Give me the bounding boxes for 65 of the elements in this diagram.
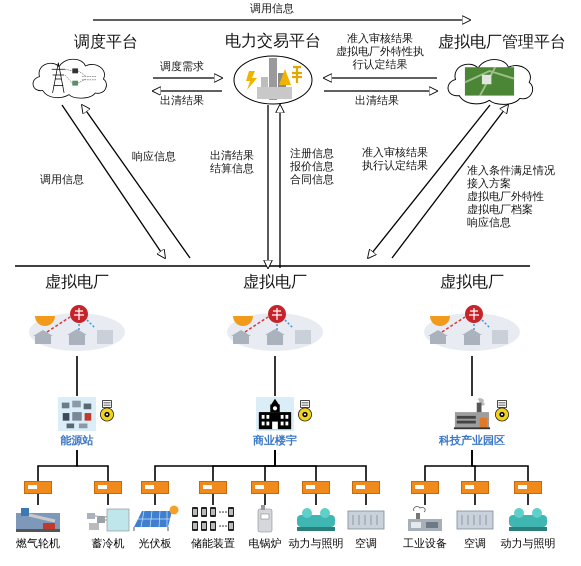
- edge-label: 出清结果: [355, 95, 399, 108]
- arrow: [153, 73, 224, 83]
- connector-line: [154, 494, 156, 505]
- edge-label: 响应信息: [132, 151, 176, 164]
- edge-label: 出清结果结算信息: [210, 150, 254, 176]
- controller-box: [94, 481, 122, 494]
- edge-label: 准入条件满足情况接入方案虚拟电厂外特性虚拟电厂档案响应信息: [467, 165, 555, 230]
- arrow: [61, 104, 166, 260]
- device-label: 空调: [463, 537, 487, 551]
- controller-box: [514, 481, 542, 494]
- connector-line: [76, 450, 109, 481]
- controller-box: [302, 481, 330, 494]
- arrow: [367, 104, 490, 260]
- arrow: [275, 104, 285, 268]
- connector-line: [471, 356, 473, 396]
- edge-label: 注册信息报价信息合同信息: [290, 148, 334, 187]
- connector-line: [471, 450, 529, 481]
- platform-title: 电力交易平台: [225, 33, 321, 51]
- arrow: [93, 15, 472, 25]
- site-label: 能源站: [60, 434, 94, 448]
- connector-line: [212, 494, 214, 505]
- connector-line: [37, 494, 39, 505]
- device-label: 工业设备: [402, 537, 448, 551]
- plant-title: 虚拟电厂: [242, 274, 308, 292]
- connector-line: [264, 494, 266, 505]
- device-label: 蓄冷机: [90, 537, 126, 551]
- connector-line: [315, 494, 317, 505]
- connector-line: [474, 494, 476, 505]
- connector-line: [107, 494, 109, 505]
- device-label: 动力与照明: [288, 537, 344, 551]
- controller-box: [199, 481, 227, 494]
- connector-line: [527, 494, 529, 505]
- controller-box: [411, 481, 439, 494]
- platform-title: 调度平台: [74, 34, 138, 52]
- arrow: [263, 105, 273, 270]
- controller-box: [352, 481, 380, 494]
- connector-line: [424, 494, 426, 505]
- device-label: 动力与照明: [500, 537, 556, 551]
- controller-box: [251, 481, 279, 494]
- controller-box: [141, 481, 169, 494]
- site-label: 科技产业园区: [438, 434, 506, 448]
- plant-title: 虚拟电厂: [439, 274, 505, 292]
- arrow: [81, 104, 191, 258]
- device-label: 电锅炉: [248, 537, 282, 551]
- edge-label: 准入审核结果执行认定结果: [362, 147, 428, 173]
- arrow: [322, 73, 437, 83]
- connector-line: [365, 494, 367, 505]
- arrow: [324, 86, 438, 96]
- controller-box: [461, 481, 489, 494]
- controller-box: [24, 481, 52, 494]
- device-label: 光伏板: [138, 537, 172, 551]
- edge-label: 调度需求: [160, 61, 204, 74]
- arrow: [152, 86, 222, 96]
- site-label: 商业楼宇: [252, 434, 298, 448]
- device-label: 空调: [354, 537, 378, 551]
- plant-title: 虚拟电厂: [44, 274, 110, 292]
- edge-label: 出清结果: [160, 95, 204, 108]
- device-label: 储能装置: [190, 537, 236, 551]
- edge-label: 调用信息: [40, 174, 84, 187]
- arrow: [391, 104, 509, 258]
- device-label: 燃气轮机: [15, 537, 61, 551]
- edge-label: 调用信息: [250, 3, 294, 16]
- platform-title: 虚拟电厂管理平台: [438, 34, 566, 52]
- connector-line: [76, 356, 78, 396]
- connector-line: [274, 356, 276, 396]
